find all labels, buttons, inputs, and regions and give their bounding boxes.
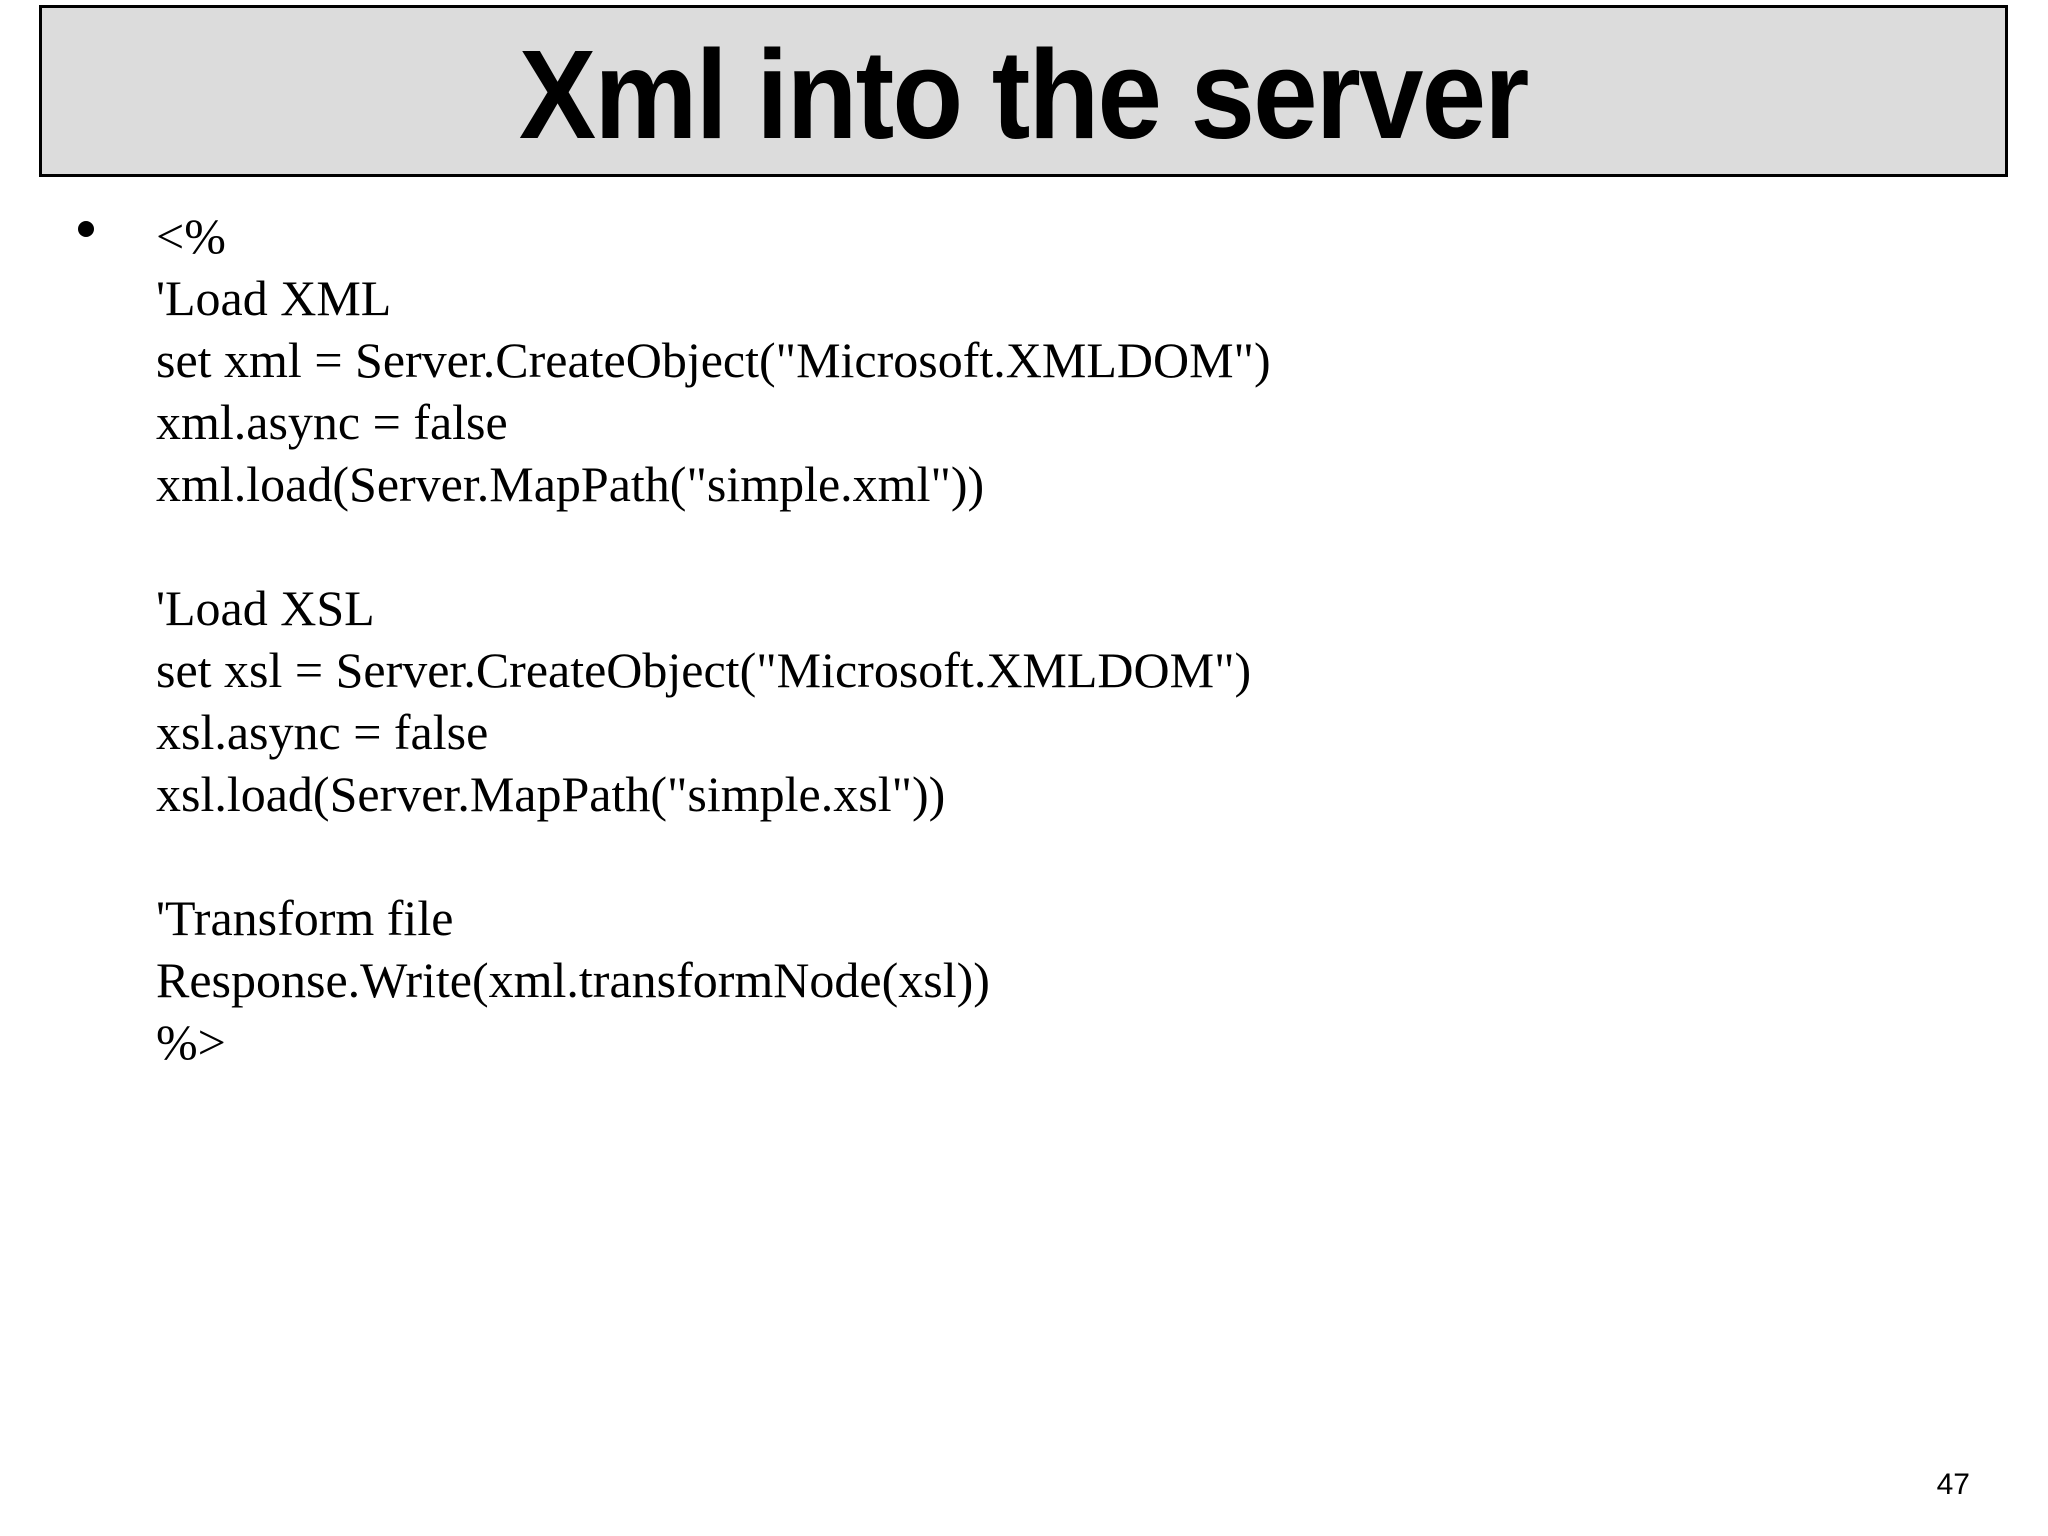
code-line: set xml = Server.CreateObject("Microsoft… — [156, 332, 1271, 388]
code-line: 'Transform file — [156, 890, 454, 946]
slide-title-box: Xml into the server — [39, 5, 2008, 177]
code-line: Response.Write(xml.transformNode(xsl)) — [156, 952, 990, 1008]
code-line: set xsl = Server.CreateObject("Microsoft… — [156, 642, 1252, 698]
code-line: %> — [156, 1014, 226, 1070]
bullet-icon — [78, 221, 94, 237]
code-line: <% — [156, 208, 226, 264]
page-number: 47 — [1936, 1468, 1970, 1501]
code-line: xml.load(Server.MapPath("simple.xml")) — [156, 456, 985, 512]
code-line: 'Load XSL — [156, 580, 375, 636]
code-block: <% 'Load XML set xml = Server.CreateObject… — [156, 205, 1271, 1073]
code-line: 'Load XML — [156, 270, 392, 326]
code-line — [156, 825, 1271, 887]
code-line: xsl.async = false — [156, 704, 489, 760]
code-line: xsl.load(Server.MapPath("simple.xsl")) — [156, 766, 946, 822]
code-line: xml.async = false — [156, 394, 508, 450]
slide-title: Xml into the server — [519, 24, 1530, 165]
code-line — [156, 515, 1271, 577]
